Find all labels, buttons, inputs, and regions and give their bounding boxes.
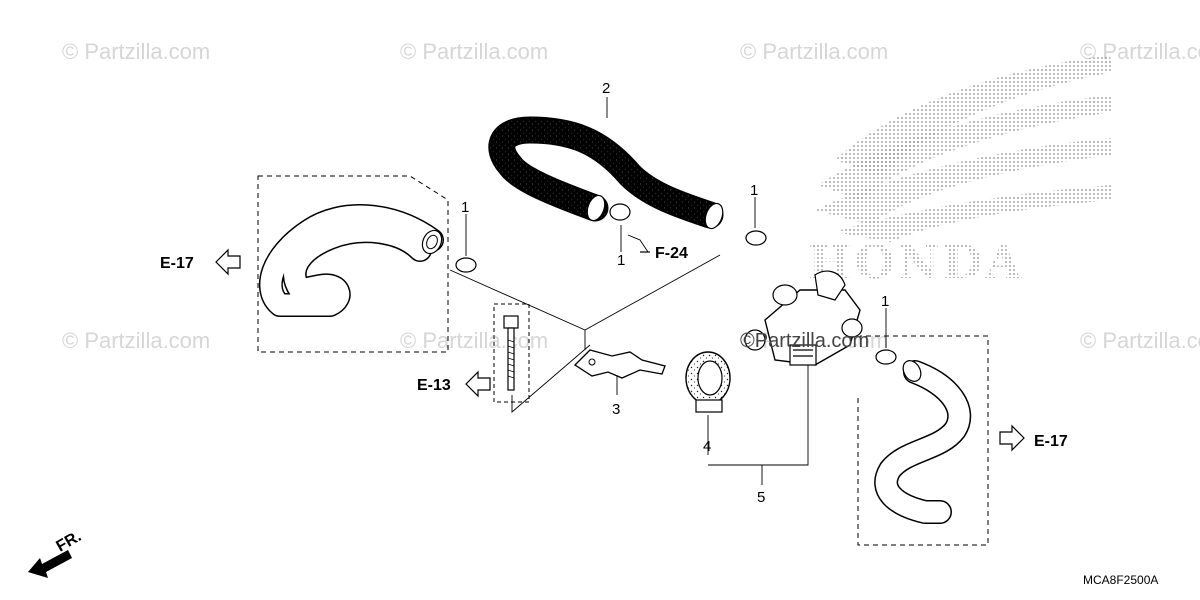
callout-1: 1	[881, 293, 889, 310]
ref-e13-label: E-13	[417, 377, 451, 394]
hose-part-2	[488, 116, 724, 230]
ref-e17-right-label: E-17	[1034, 433, 1068, 450]
ref-f24-label: F-24	[655, 245, 688, 262]
overlay-watermark: ©Partzilla.com	[740, 330, 869, 352]
leader-lines	[449, 97, 887, 485]
watermark: © Partzilla.com	[1080, 328, 1200, 353]
callout-1: 1	[617, 252, 625, 269]
ref-arrow-e13[interactable]: E-13	[417, 370, 491, 398]
watermark: © Partzilla.com	[740, 39, 889, 64]
band-part-4	[685, 351, 731, 413]
callout-3: 3	[612, 401, 620, 418]
brand-wordmark: HONDA	[808, 235, 1024, 289]
ref-arrow-e17-left[interactable]: E-17	[160, 248, 241, 276]
front-label: FR.	[54, 528, 85, 556]
callout-2: 2	[602, 80, 610, 97]
ref-arrow-f24[interactable]: F-24	[640, 245, 688, 262]
right-hose-group	[857, 335, 989, 546]
left-hose-group	[257, 175, 449, 353]
watermark: © Partzilla.com	[62, 39, 211, 64]
callout-5: 5	[757, 489, 765, 506]
ref-arrow-e17-right[interactable]: E-17	[999, 424, 1068, 452]
clip-part-1	[455, 203, 897, 365]
ref-e17-left-label: E-17	[160, 255, 194, 272]
callout-1: 1	[750, 182, 758, 199]
callout-4: 4	[703, 438, 711, 455]
air-supply-valve	[744, 270, 863, 366]
callout-1: 1	[461, 199, 469, 216]
bolt	[493, 303, 530, 403]
watermark: © Partzilla.com	[400, 328, 549, 353]
brand-logo: HONDA	[808, 55, 1112, 289]
watermark: © Partzilla.com	[400, 39, 549, 64]
front-direction-arrow: FR.	[28, 528, 84, 578]
bracket-part-3	[573, 349, 666, 379]
diagram-code: MCA8F2500A	[1083, 573, 1158, 587]
watermark: © Partzilla.com	[62, 328, 211, 353]
